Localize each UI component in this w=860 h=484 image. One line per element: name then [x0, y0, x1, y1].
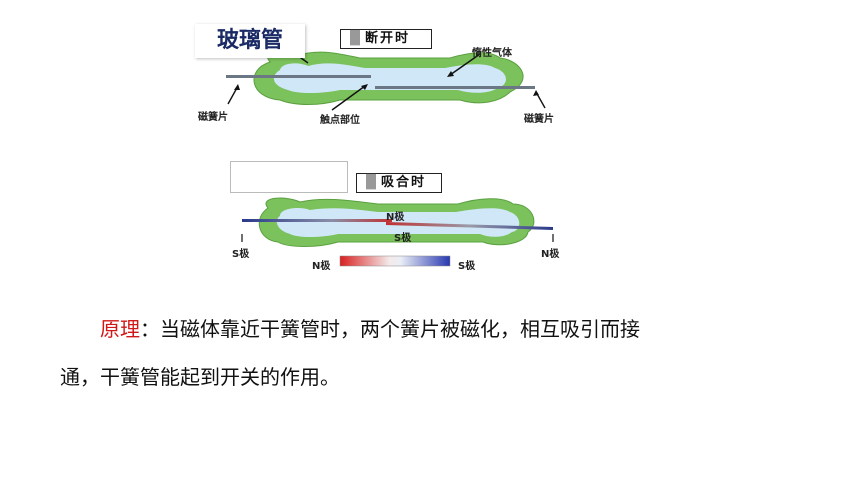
state-label-open: ▐▌断开时: [340, 29, 432, 49]
state-label-closed-text: 吸合时: [381, 175, 427, 190]
n-pole-top-label: N极: [386, 212, 405, 223]
n-pole-right-label: N极: [541, 249, 560, 260]
reed-top-magnetized: [242, 219, 392, 222]
scale-right-label: S极: [458, 261, 476, 272]
reed-right: [375, 86, 535, 89]
reed-switch-closed-diagram: [241, 197, 554, 267]
reed-left: [226, 75, 371, 78]
principle-line-1: 原理：当磁体靠近干簧管时，两个簧片被磁化，相互吸引而接: [100, 314, 640, 344]
principle-text-2: 通，干簧管能起到开关的作用。: [60, 365, 340, 389]
principle-text-1: 当磁体靠近干簧管时，两个簧片被磁化，相互吸引而接: [160, 317, 640, 341]
inert-gas-label: 惰性气体: [472, 48, 512, 59]
reed-switch-open-diagram: [226, 49, 546, 111]
glass-tube-label: 玻璃管: [195, 24, 305, 58]
reed-right-label: 磁簧片: [524, 114, 554, 125]
s-pole-left-label: S极: [232, 249, 250, 260]
principle-colon: ：: [140, 317, 160, 341]
scale-left-label: N极: [312, 261, 331, 272]
principle-label: 原理: [100, 317, 140, 341]
contact-label: 触点部位: [320, 115, 360, 126]
principle-line-2: 通，干簧管能起到开关的作用。: [60, 362, 340, 392]
reed-left-label: 磁簧片: [198, 112, 228, 123]
state-label-open-text: 断开时: [365, 31, 411, 46]
state-label-closed: ▐▌吸合时: [356, 173, 442, 193]
reed-bottom-magnetized: [386, 222, 553, 230]
glass-tube-inner: [273, 63, 506, 93]
blank-label-box: [230, 161, 348, 193]
s-pole-mid-label: S极: [394, 233, 412, 244]
polarity-scale: [339, 255, 451, 267]
